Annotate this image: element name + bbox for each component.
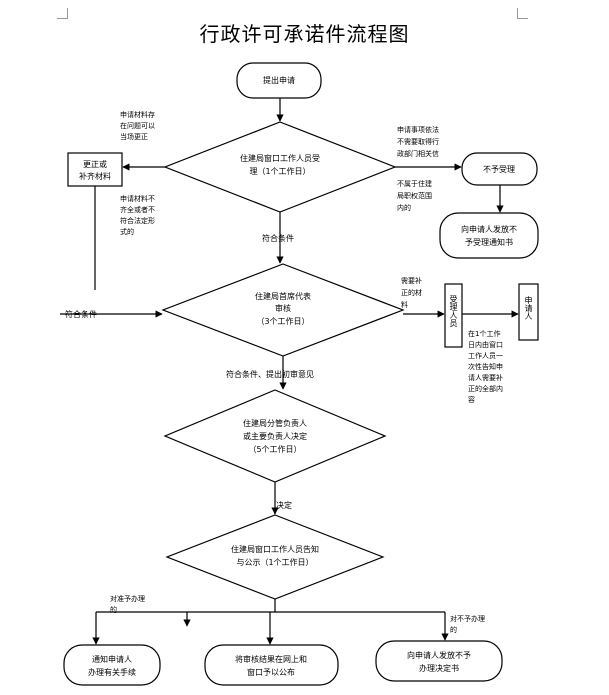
start-node-label: 提出申请 bbox=[263, 75, 295, 85]
label-within-day-2: 日内由窗口 bbox=[468, 340, 503, 349]
label-correctable-3: 当场更正 bbox=[120, 132, 148, 141]
d2-label-3: （3个工作日） bbox=[256, 316, 309, 326]
label-meets-opinion: 符合条件、提出初审意见 bbox=[226, 369, 314, 379]
label-not-need-2: 不需要取得行 bbox=[397, 137, 439, 146]
d4-label-2: 与公示（1个工作日） bbox=[236, 557, 313, 567]
end3-label-1: 向申请人发放不予 bbox=[407, 650, 471, 660]
label-within-day-5: 请人需要补 bbox=[468, 373, 503, 382]
label-deny-1: 对不予办理 bbox=[450, 614, 485, 623]
end3-label-2: 办理决定书 bbox=[419, 663, 459, 673]
label-within-day-1: 在1个工作 bbox=[468, 329, 500, 338]
label-not-need-3: 政部门相关信 bbox=[397, 149, 439, 158]
end-node-deny bbox=[375, 640, 503, 682]
correct-label-1: 更正或 bbox=[83, 159, 107, 169]
crop-mark-top-right bbox=[517, 8, 528, 19]
d1-label-2: 理（1个工作日） bbox=[249, 166, 310, 176]
d2-label-1: 住建局首席代表 bbox=[255, 291, 311, 301]
reject-notice-label-1: 向申请人发放不 bbox=[461, 224, 517, 234]
label-incomplete-4: 式的 bbox=[120, 227, 134, 236]
label-need-supplement-3: 料 bbox=[401, 300, 408, 309]
applicant-box bbox=[518, 283, 539, 341]
d1-label-1: 住建局窗口工作人员受 bbox=[240, 153, 320, 163]
acceptor-box bbox=[444, 283, 463, 348]
correct-box bbox=[67, 152, 123, 187]
label-decision: 决定 bbox=[276, 500, 292, 510]
label-meets-left: 符合条件 bbox=[65, 309, 97, 319]
label-deny-2: 的 bbox=[450, 625, 457, 634]
end2-label-2: 窗口予以公布 bbox=[247, 667, 295, 677]
decision-notify bbox=[165, 514, 385, 600]
reject-notice-node bbox=[439, 212, 539, 259]
acceptor-label: 受理人员 bbox=[449, 294, 458, 328]
label-not-need-1: 申请事项依法 bbox=[397, 125, 439, 134]
label-incomplete-3: 符合法定形 bbox=[120, 216, 155, 225]
label-meets-1: 符合条件 bbox=[262, 233, 294, 243]
label-incomplete-1: 申请材料不 bbox=[120, 194, 155, 203]
label-approve-2: 的 bbox=[110, 605, 117, 614]
correct-label-2: 补齐材料 bbox=[79, 171, 111, 181]
d4-label-1: 住建局窗口工作人员告知 bbox=[231, 544, 319, 554]
applicant-label: 申请人 bbox=[524, 295, 533, 320]
label-need-supplement-1: 需要补 bbox=[401, 276, 422, 285]
d3-label-2: 或主要负责人决定 bbox=[243, 431, 307, 441]
label-not-scope-2: 局职权范围 bbox=[397, 191, 432, 200]
label-not-scope-1: 不属于住建 bbox=[397, 179, 432, 188]
end2-label-1: 将审核结果在网上和 bbox=[235, 654, 307, 664]
label-need-supplement-2: 正的材 bbox=[401, 288, 422, 297]
label-within-day-3: 工作人员一 bbox=[468, 351, 503, 360]
end-node-publish bbox=[204, 644, 339, 686]
d2-label-2: 审核 bbox=[275, 303, 291, 313]
d3-label-1: 住建局分管负责人 bbox=[243, 418, 307, 428]
page-title: 行政许可承诺件流程图 bbox=[199, 22, 410, 46]
end1-label-2: 办理有关手续 bbox=[88, 667, 136, 677]
label-correctable-2: 在问题可以 bbox=[120, 121, 155, 130]
crop-mark-top-left bbox=[57, 8, 68, 19]
label-not-scope-3: 内的 bbox=[397, 203, 411, 212]
reject-notice-label-2: 予受理通知书 bbox=[465, 237, 513, 247]
reject-label: 不予受理 bbox=[483, 164, 515, 174]
end-node-notify bbox=[63, 644, 161, 686]
label-within-day-4: 次性告知申 bbox=[468, 362, 503, 371]
end1-label-1: 通知申请人 bbox=[92, 654, 132, 664]
d3-label-3: （5个工作日） bbox=[248, 444, 301, 454]
label-within-day-7: 容 bbox=[468, 395, 475, 404]
start-node bbox=[236, 62, 322, 99]
label-incomplete-2: 齐全或者不 bbox=[120, 205, 155, 214]
label-correctable-1: 申请材料存 bbox=[120, 110, 155, 119]
label-approve-1: 对准予办理 bbox=[110, 594, 145, 603]
label-within-day-6: 正的全部内 bbox=[468, 384, 503, 393]
